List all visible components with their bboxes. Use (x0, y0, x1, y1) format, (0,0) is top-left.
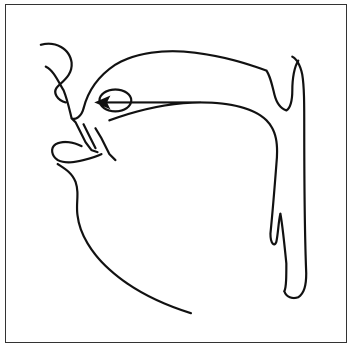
uvula (286, 61, 298, 111)
soft-palate (266, 71, 286, 111)
figure-frame (5, 4, 347, 343)
jaw-line (58, 164, 191, 313)
vocal-tract-diagram (6, 5, 346, 342)
larynx-front (280, 214, 286, 292)
upper-lip (46, 67, 84, 119)
pharynx-back-wall (284, 57, 306, 298)
nose-outline (41, 44, 72, 103)
tongue-surface (109, 102, 280, 244)
upper-incisor (72, 118, 98, 152)
hard-palate (84, 51, 267, 108)
